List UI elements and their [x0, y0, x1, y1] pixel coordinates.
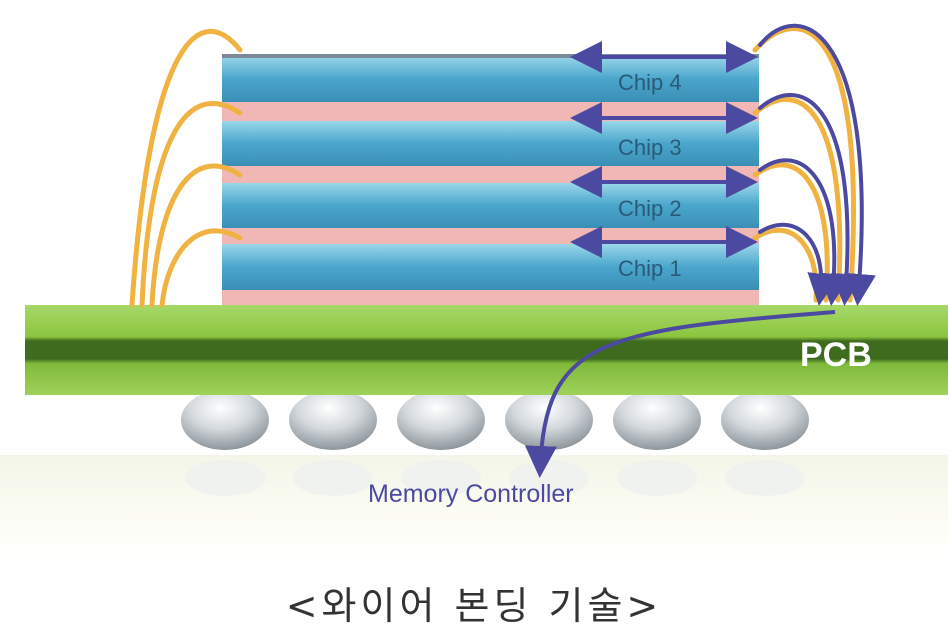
gold-wire: [149, 163, 243, 308]
gold-wire: [129, 28, 243, 308]
gold-wire: [752, 96, 843, 303]
signal-wire: [758, 93, 863, 306]
solder-ball: [181, 390, 269, 496]
solder-ball: [721, 390, 809, 496]
right-signal-wires: [758, 23, 876, 306]
top-edge: [222, 54, 759, 58]
chip-label-1: Chip 1: [618, 256, 682, 281]
gold-wire: [752, 227, 819, 303]
solder-balls: [181, 390, 809, 496]
signal-wire: [758, 222, 840, 306]
signal-wire: [758, 23, 876, 306]
gold-wire: [752, 26, 856, 303]
signal-arrows: [570, 41, 758, 258]
pcb-board: [25, 305, 948, 395]
solder-ball: [613, 390, 701, 496]
gold-wire: [159, 228, 243, 308]
right-gold-wires: [752, 26, 856, 303]
controller-path: [524, 310, 836, 478]
chip-label-3: Chip 3: [618, 135, 682, 160]
solder-ball: [397, 390, 485, 496]
solder-ball: [505, 390, 593, 496]
chip-label-2: Chip 2: [618, 196, 682, 221]
signal-wire: [758, 158, 851, 306]
chip-label-4: Chip 4: [618, 70, 682, 95]
caption: <와이어 본딩 기술>: [285, 584, 663, 628]
gold-wire: [752, 162, 830, 303]
pcb-label: PCB: [800, 336, 872, 374]
solder-ball: [289, 390, 377, 496]
left-gold-wires: [129, 28, 243, 308]
spacer-layer: [222, 290, 759, 305]
gold-wire: [139, 101, 243, 308]
memory-controller-label: Memory Controller: [368, 480, 574, 508]
